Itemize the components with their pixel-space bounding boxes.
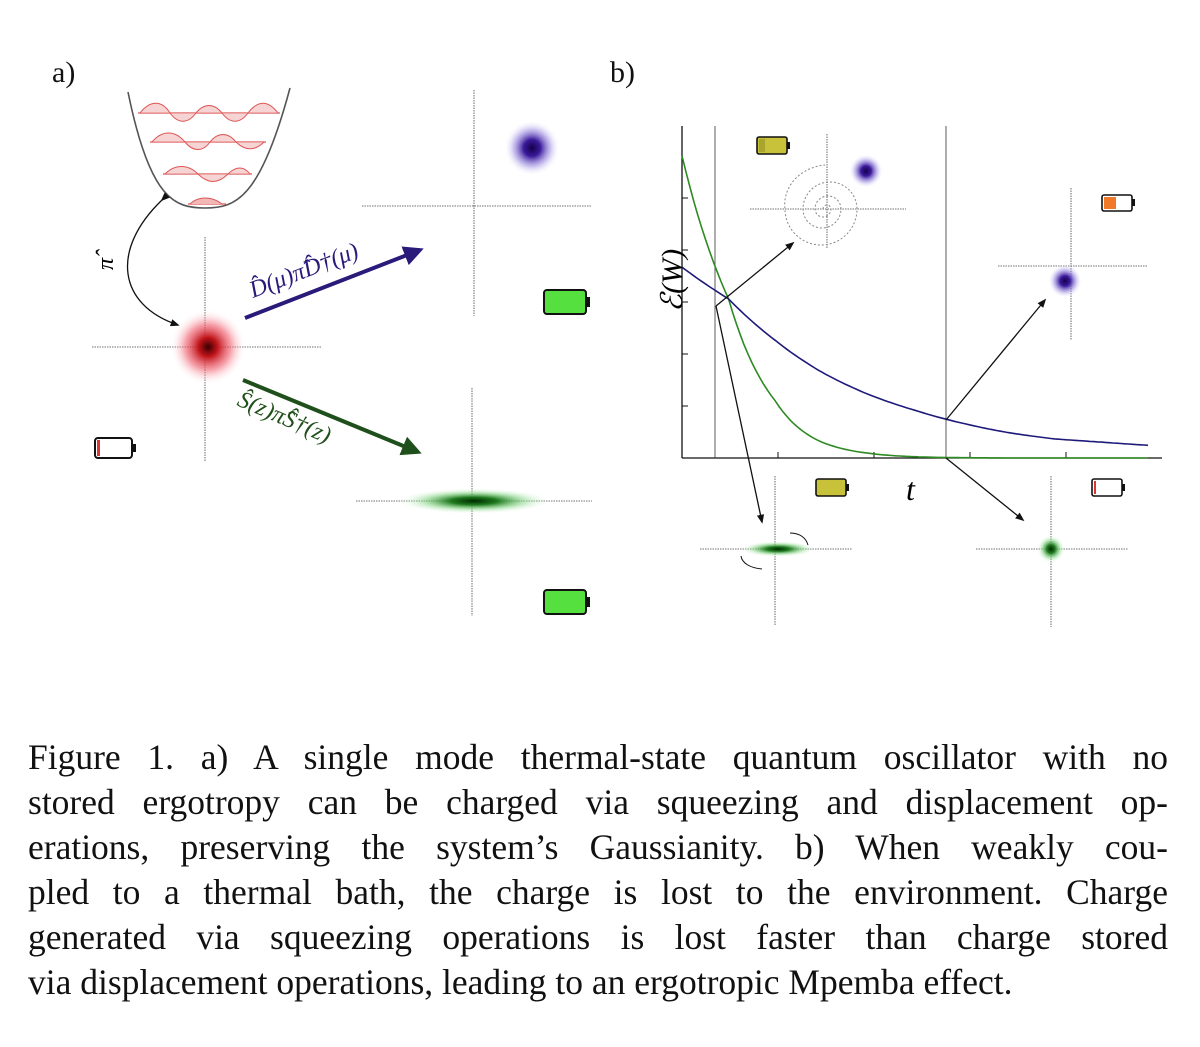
figure-caption: Figure 1. a) A single mode thermal-state…	[28, 735, 1168, 1005]
rotation-arrow-icon	[740, 555, 763, 570]
displaced-state-phase-space	[362, 90, 592, 316]
pointer-arrow	[715, 305, 765, 524]
pi-connector-arrow	[126, 192, 180, 327]
battery-full-icon	[543, 589, 590, 615]
caption-line: erations, preserving the system’s Gaussi…	[28, 827, 1168, 867]
series-line-0	[681, 155, 1148, 459]
axis-ticks	[682, 197, 1067, 458]
figure-canvas: a) π̂ D̂(μ)π̂D̂†(μ) Ŝ(z)π̂Ŝ†(z)	[52, 56, 1162, 627]
displaced-state-blob-icon	[504, 120, 560, 176]
squeezed-state-blob-icon	[740, 541, 816, 557]
battery-empty-icon	[1091, 478, 1125, 497]
battery-full-icon	[543, 289, 590, 315]
panel-a-label: a)	[52, 56, 75, 89]
spiral-icon	[784, 164, 858, 246]
squeezed-state-blob-icon	[396, 488, 552, 514]
squeezed-state-phase-space	[356, 388, 592, 616]
early-squeezed-inset	[700, 476, 852, 625]
rotation-arrow-icon	[789, 532, 809, 546]
pointer-arrow	[715, 241, 795, 307]
pointer-arrow	[945, 457, 1025, 522]
panel-b-label: b)	[610, 56, 635, 89]
battery-mid-icon	[815, 478, 849, 497]
ergotropy-plot: ℰ(W) t	[656, 126, 1162, 507]
caption-line: pled to a thermal bath, the charge is lo…	[28, 872, 1168, 912]
caption-line: via displacement operations, leading to …	[28, 962, 1013, 1002]
curves	[681, 155, 1149, 459]
displaced-state-blob-icon	[849, 154, 883, 188]
displacement-arrow	[244, 246, 424, 320]
caption-line: Figure 1. a) A single mode thermal-state…	[28, 737, 1168, 777]
thermal-state-phase-space	[92, 237, 322, 462]
caption-line: stored ergotropy can be charged via sque…	[28, 782, 1168, 822]
x-axis-label: t	[906, 471, 916, 507]
squeezing-arrow	[242, 378, 422, 456]
series-line-1	[681, 266, 1149, 447]
late-displaced-inset	[998, 188, 1148, 340]
thermal-state-blob-icon	[170, 309, 246, 385]
displaced-state-blob-icon	[1048, 264, 1082, 298]
battery-empty-icon	[94, 437, 136, 459]
battery-mid-icon	[756, 136, 790, 155]
caption-line: generated via squeezing operations is lo…	[28, 917, 1168, 957]
battery-low-icon	[1101, 194, 1135, 212]
squeezed-state-blob-icon	[1037, 535, 1065, 563]
early-displaced-inset	[750, 134, 906, 248]
y-axis-label: ℰ(W)	[656, 249, 689, 312]
pointer-arrow	[945, 298, 1047, 421]
figure: a) π̂ D̂(μ)π̂D̂†(μ) Ŝ(z)π̂Ŝ†(z)	[52, 56, 1162, 627]
pi-label: π̂	[93, 249, 119, 270]
harmonic-potential-icon	[127, 87, 291, 209]
late-squeezed-inset	[976, 476, 1128, 627]
